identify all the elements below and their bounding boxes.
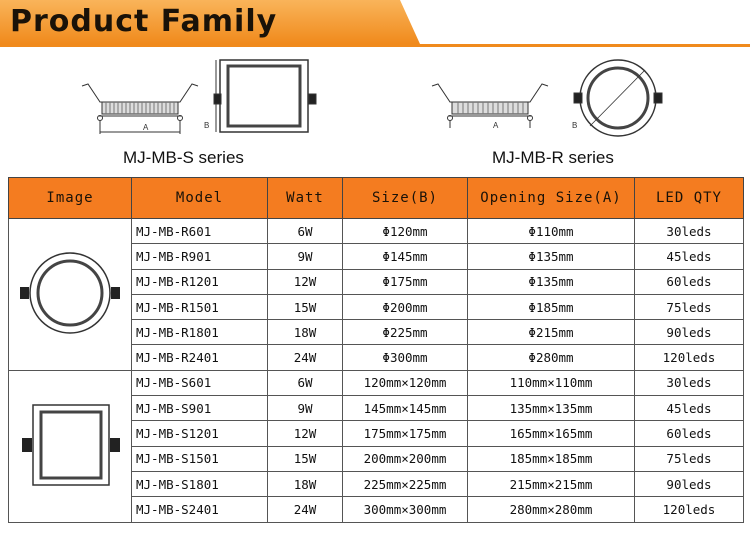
square-series-label: MJ-MB-S series [123, 148, 244, 167]
title-banner [0, 0, 420, 44]
qty-cell: 30leds [634, 369, 744, 397]
table-row: MJ-MB-S1201 12W 175mm×175mm 165mm×165mm … [9, 420, 744, 447]
model-cell: MJ-MB-S601 [131, 369, 268, 397]
table-row: MJ-MB-S1501 15W 200mm×200mm 185mm×185mm … [9, 445, 744, 472]
qty-cell: 60leds [634, 420, 744, 447]
size-cell: 300mm×300mm [342, 496, 468, 523]
dim-a-label: A [143, 123, 149, 132]
watt-cell: 9W [267, 243, 343, 270]
table-row: MJ-MB-S1801 18W 225mm×225mm 215mm×215mm … [9, 470, 744, 498]
opening-cell: Φ135mm [467, 268, 635, 295]
size-cell: 145mm×145mm [342, 395, 468, 422]
model-cell: MJ-MB-S1501 [131, 445, 268, 472]
round-side-profile [431, 83, 549, 128]
table-row: MJ-MB-R2401 24W Φ300mm Φ280mm 120leds [9, 344, 744, 371]
header-watt: Watt [267, 177, 343, 219]
watt-cell: 12W [267, 268, 343, 295]
qty-cell: 75leds [634, 293, 744, 321]
qty-cell: 90leds [634, 319, 744, 346]
header-size: Size(B) [342, 177, 468, 219]
model-cell: MJ-MB-S1801 [131, 470, 268, 498]
table-row: MJ-MB-S901 9W 145mm×145mm 135mm×135mm 45… [9, 395, 744, 422]
size-cell: Φ300mm [342, 344, 468, 371]
header-model: Model [131, 177, 268, 219]
model-cell: MJ-MB-R1201 [131, 268, 268, 295]
watt-cell: 12W [267, 420, 343, 447]
table-row: MJ-MB-S2401 24W 300mm×300mm 280mm×280mm … [9, 496, 744, 523]
table-row: MJ-MB-R1801 18W Φ225mm Φ215mm 90leds [9, 319, 744, 346]
opening-cell: 280mm×280mm [467, 496, 635, 523]
model-cell: MJ-MB-R1501 [131, 293, 268, 321]
model-cell: MJ-MB-S2401 [131, 496, 268, 523]
round-series-drawing: A B [431, 59, 663, 137]
qty-cell: 120leds [634, 344, 744, 371]
qty-cell: 45leds [634, 243, 744, 270]
square-front-view [213, 59, 317, 133]
qty-cell: 30leds [634, 217, 744, 245]
qty-cell: 90leds [634, 470, 744, 498]
square-series-drawing: A B [81, 59, 317, 134]
watt-cell: 15W [267, 445, 343, 472]
opening-cell: Φ280mm [467, 344, 635, 371]
watt-cell: 24W [267, 344, 343, 371]
header-led-qty: LED QTY [634, 177, 744, 219]
table-row: MJ-MB-S601 6W 120mm×120mm 110mm×110mm 30… [8, 369, 744, 523]
size-cell: 175mm×175mm [342, 420, 468, 447]
watt-cell: 6W [267, 369, 343, 397]
table-row: MJ-MB-R601 6W Φ120mm Φ110mm 30leds [8, 217, 744, 371]
dim-a-label-round: A [493, 121, 499, 130]
round-image-cell [8, 218, 132, 371]
size-cell: 120mm×120mm [342, 369, 468, 397]
size-cell: Φ120mm [342, 217, 468, 245]
product-spec-table: Image Model Watt Size(B) Opening Size(A)… [8, 177, 744, 523]
size-cell: 225mm×225mm [342, 470, 468, 498]
opening-cell: Φ110mm [467, 217, 635, 245]
opening-cell: Φ185mm [467, 293, 635, 321]
banner-divider [0, 44, 750, 47]
round-front-view [573, 59, 663, 137]
qty-cell: 45leds [634, 395, 744, 422]
size-cell: Φ225mm [342, 319, 468, 346]
opening-cell: 110mm×110mm [467, 369, 635, 397]
round-series-label: MJ-MB-R series [492, 148, 614, 167]
size-cell: Φ145mm [342, 243, 468, 270]
model-cell: MJ-MB-S901 [131, 395, 268, 422]
model-cell: MJ-MB-S1201 [131, 420, 268, 447]
qty-cell: 75leds [634, 445, 744, 472]
opening-cell: Φ215mm [467, 319, 635, 346]
square-downlight-icon [21, 403, 120, 486]
opening-cell: Φ135mm [467, 243, 635, 270]
opening-cell: 215mm×215mm [467, 470, 635, 498]
watt-cell: 24W [267, 496, 343, 523]
watt-cell: 9W [267, 395, 343, 422]
qty-cell: 60leds [634, 268, 744, 295]
watt-cell: 18W [267, 319, 343, 346]
size-cell: Φ175mm [342, 268, 468, 295]
dim-b-label: B [204, 121, 209, 130]
page-title: Product Family [10, 4, 278, 39]
watt-cell: 15W [267, 293, 343, 321]
header-image: Image [8, 177, 132, 219]
dim-b-label-round: B [572, 121, 577, 130]
square-side-profile [81, 83, 199, 134]
round-downlight-icon [19, 252, 120, 334]
opening-cell: 165mm×165mm [467, 420, 635, 447]
square-image-cell [8, 369, 132, 523]
opening-cell: 135mm×135mm [467, 395, 635, 422]
model-cell: MJ-MB-R2401 [131, 344, 268, 371]
size-cell: 200mm×200mm [342, 445, 468, 472]
header-opening-size: Opening Size(A) [467, 177, 635, 219]
model-cell: MJ-MB-R601 [131, 217, 268, 245]
qty-cell: 120leds [634, 496, 744, 523]
opening-cell: 185mm×185mm [467, 445, 635, 472]
watt-cell: 18W [267, 470, 343, 498]
model-cell: MJ-MB-R1801 [131, 319, 268, 346]
watt-cell: 6W [267, 217, 343, 245]
model-cell: MJ-MB-R901 [131, 243, 268, 270]
table-header-row: Image Model Watt Size(B) Opening Size(A)… [8, 177, 744, 219]
table-row: MJ-MB-R1501 15W Φ200mm Φ185mm 75leds [9, 293, 744, 321]
size-cell: Φ200mm [342, 293, 468, 321]
